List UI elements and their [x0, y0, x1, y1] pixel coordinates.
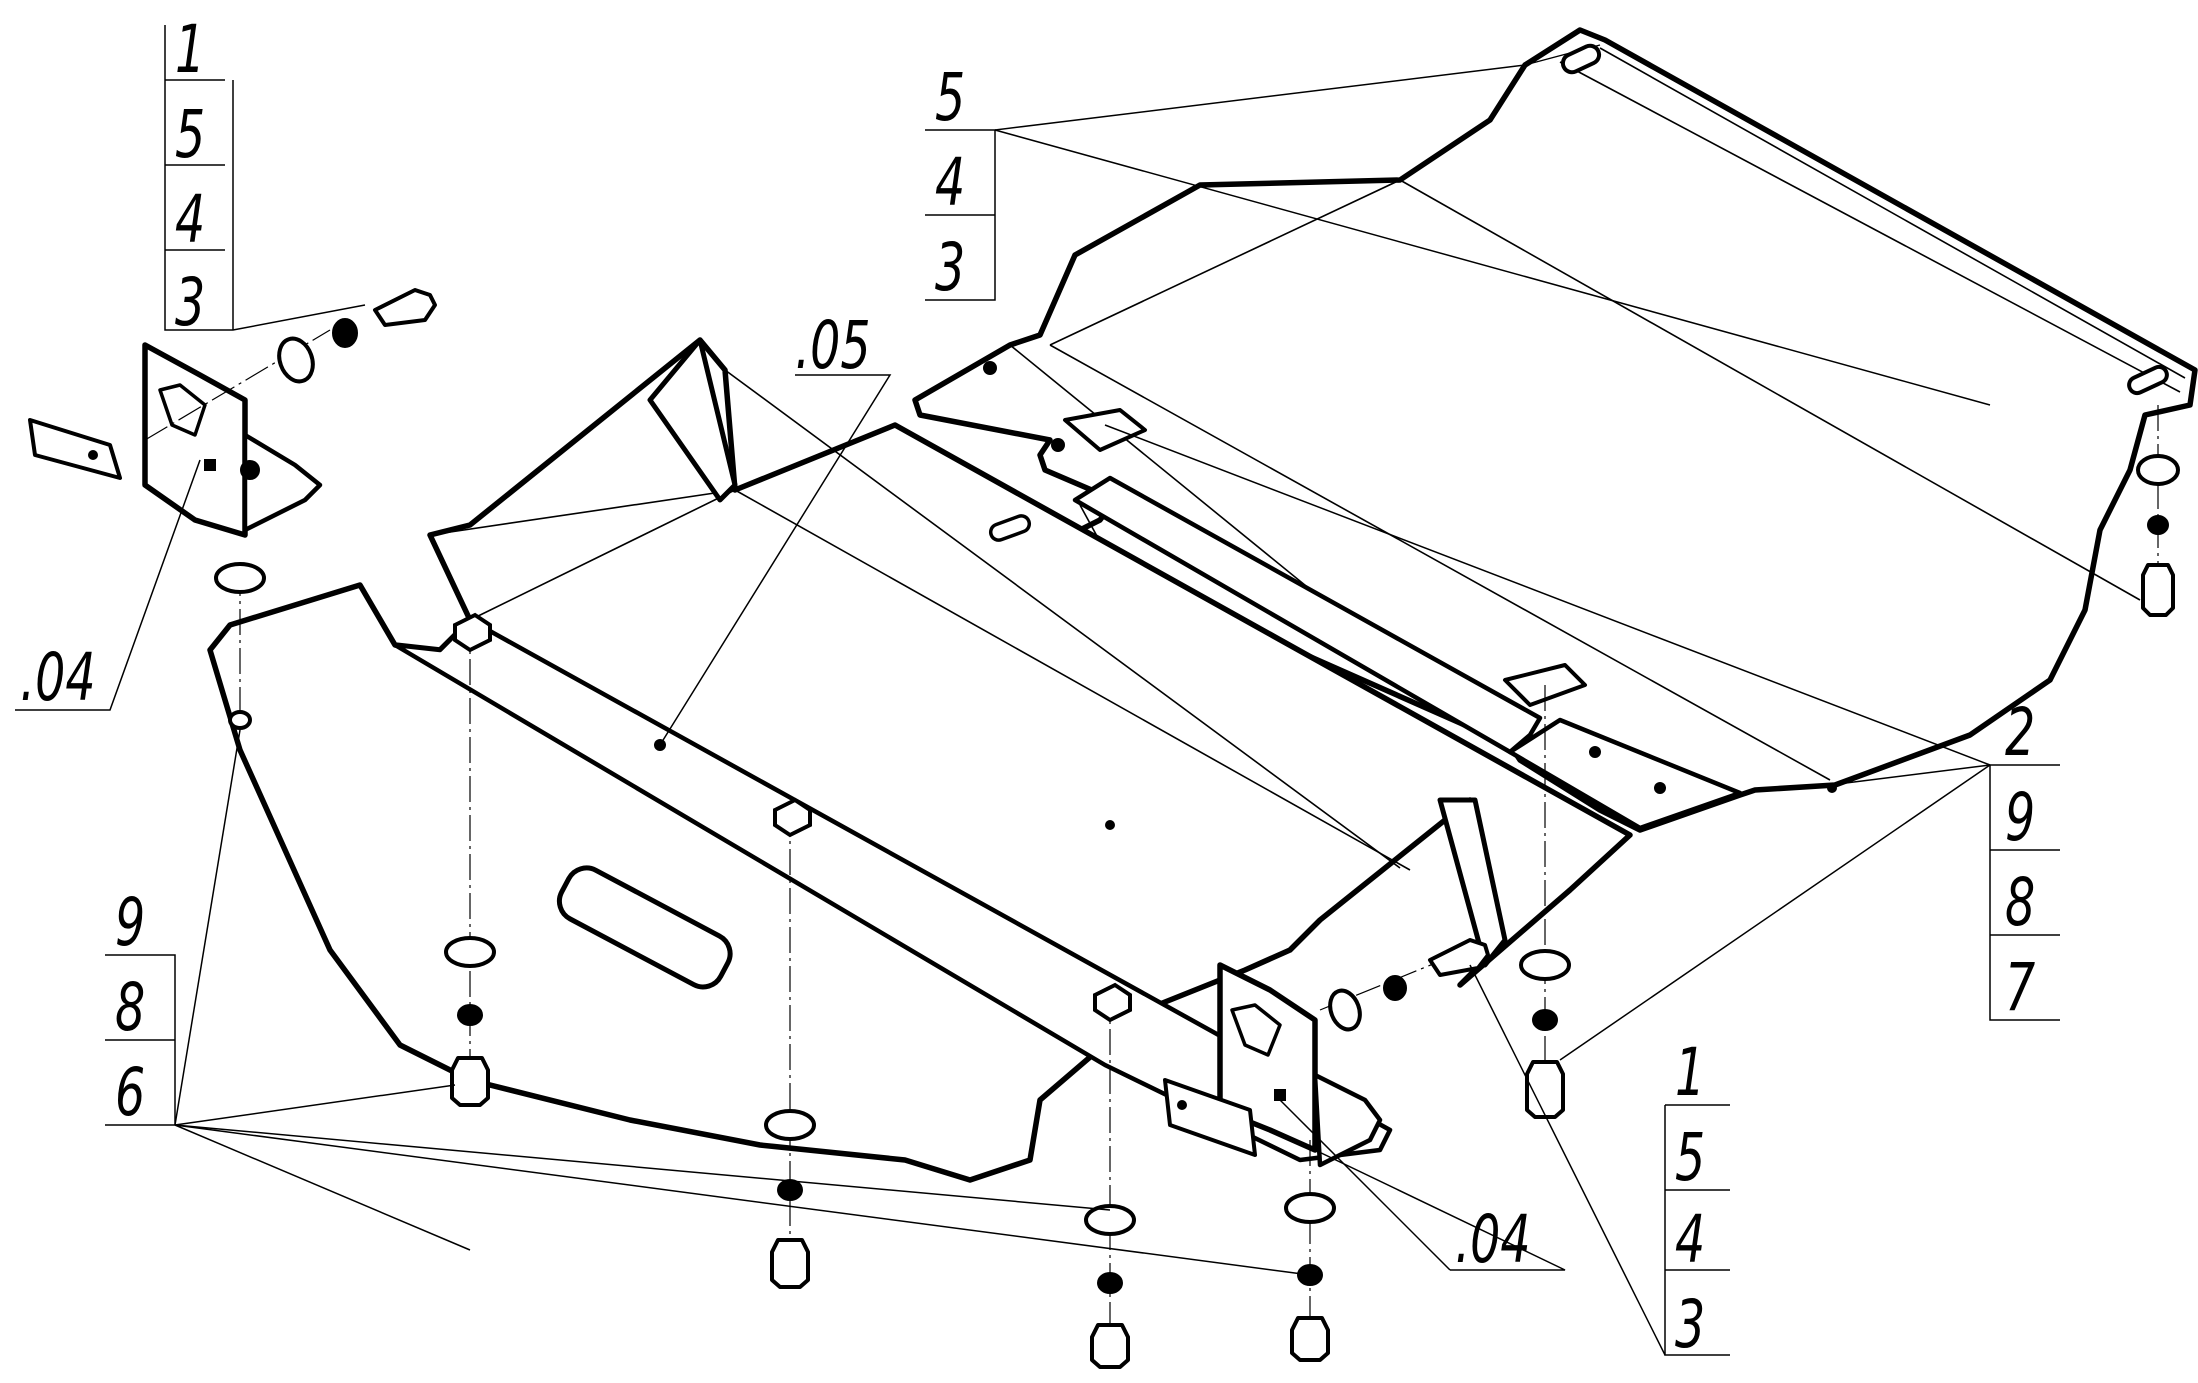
callout-bottom-left: 9 8 6	[115, 884, 145, 1131]
callout-label: 8	[2005, 864, 2035, 941]
callout-label: 5	[1675, 1119, 1705, 1196]
callout-label: 5	[175, 96, 205, 173]
callout-label: 3	[935, 229, 965, 306]
leader-lines	[15, 25, 2060, 1356]
callout-label: 2	[2005, 694, 2035, 771]
subassembly-label-bracket-right: .04	[1455, 1201, 1531, 1278]
subassembly-label-shield: .05	[795, 307, 871, 384]
callout-label: 6	[115, 1054, 145, 1131]
rear-skid-plate	[912, 27, 2198, 833]
callout-label: 3	[1675, 1286, 1705, 1363]
subassembly-label-bracket-left: .04	[20, 639, 96, 716]
callout-label: 9	[2005, 779, 2035, 856]
callout-top-center: 5 4 3	[935, 59, 965, 306]
panel-nuts	[453, 612, 1132, 1023]
callout-label: 4	[935, 144, 965, 221]
callout-label: 4	[1675, 1201, 1705, 1278]
bracket-left	[28, 342, 323, 538]
callout-right: 2 9 8 7	[2005, 694, 2036, 1026]
callout-label: 7	[2005, 949, 2036, 1026]
callout-label: 8	[115, 969, 145, 1046]
callout-bottom-center: 1 5 4 3	[1675, 1034, 1705, 1363]
callout-label: 3	[175, 264, 205, 341]
callout-label: 5	[935, 59, 965, 136]
callout-label: 4	[175, 181, 205, 258]
callout-label: 1	[175, 11, 205, 88]
callout-label: 9	[115, 884, 145, 961]
callout-label: 1	[1675, 1034, 1705, 1111]
front-skid-plate	[207, 337, 1633, 1183]
callout-top-left: 1 5 4 3	[175, 11, 205, 341]
